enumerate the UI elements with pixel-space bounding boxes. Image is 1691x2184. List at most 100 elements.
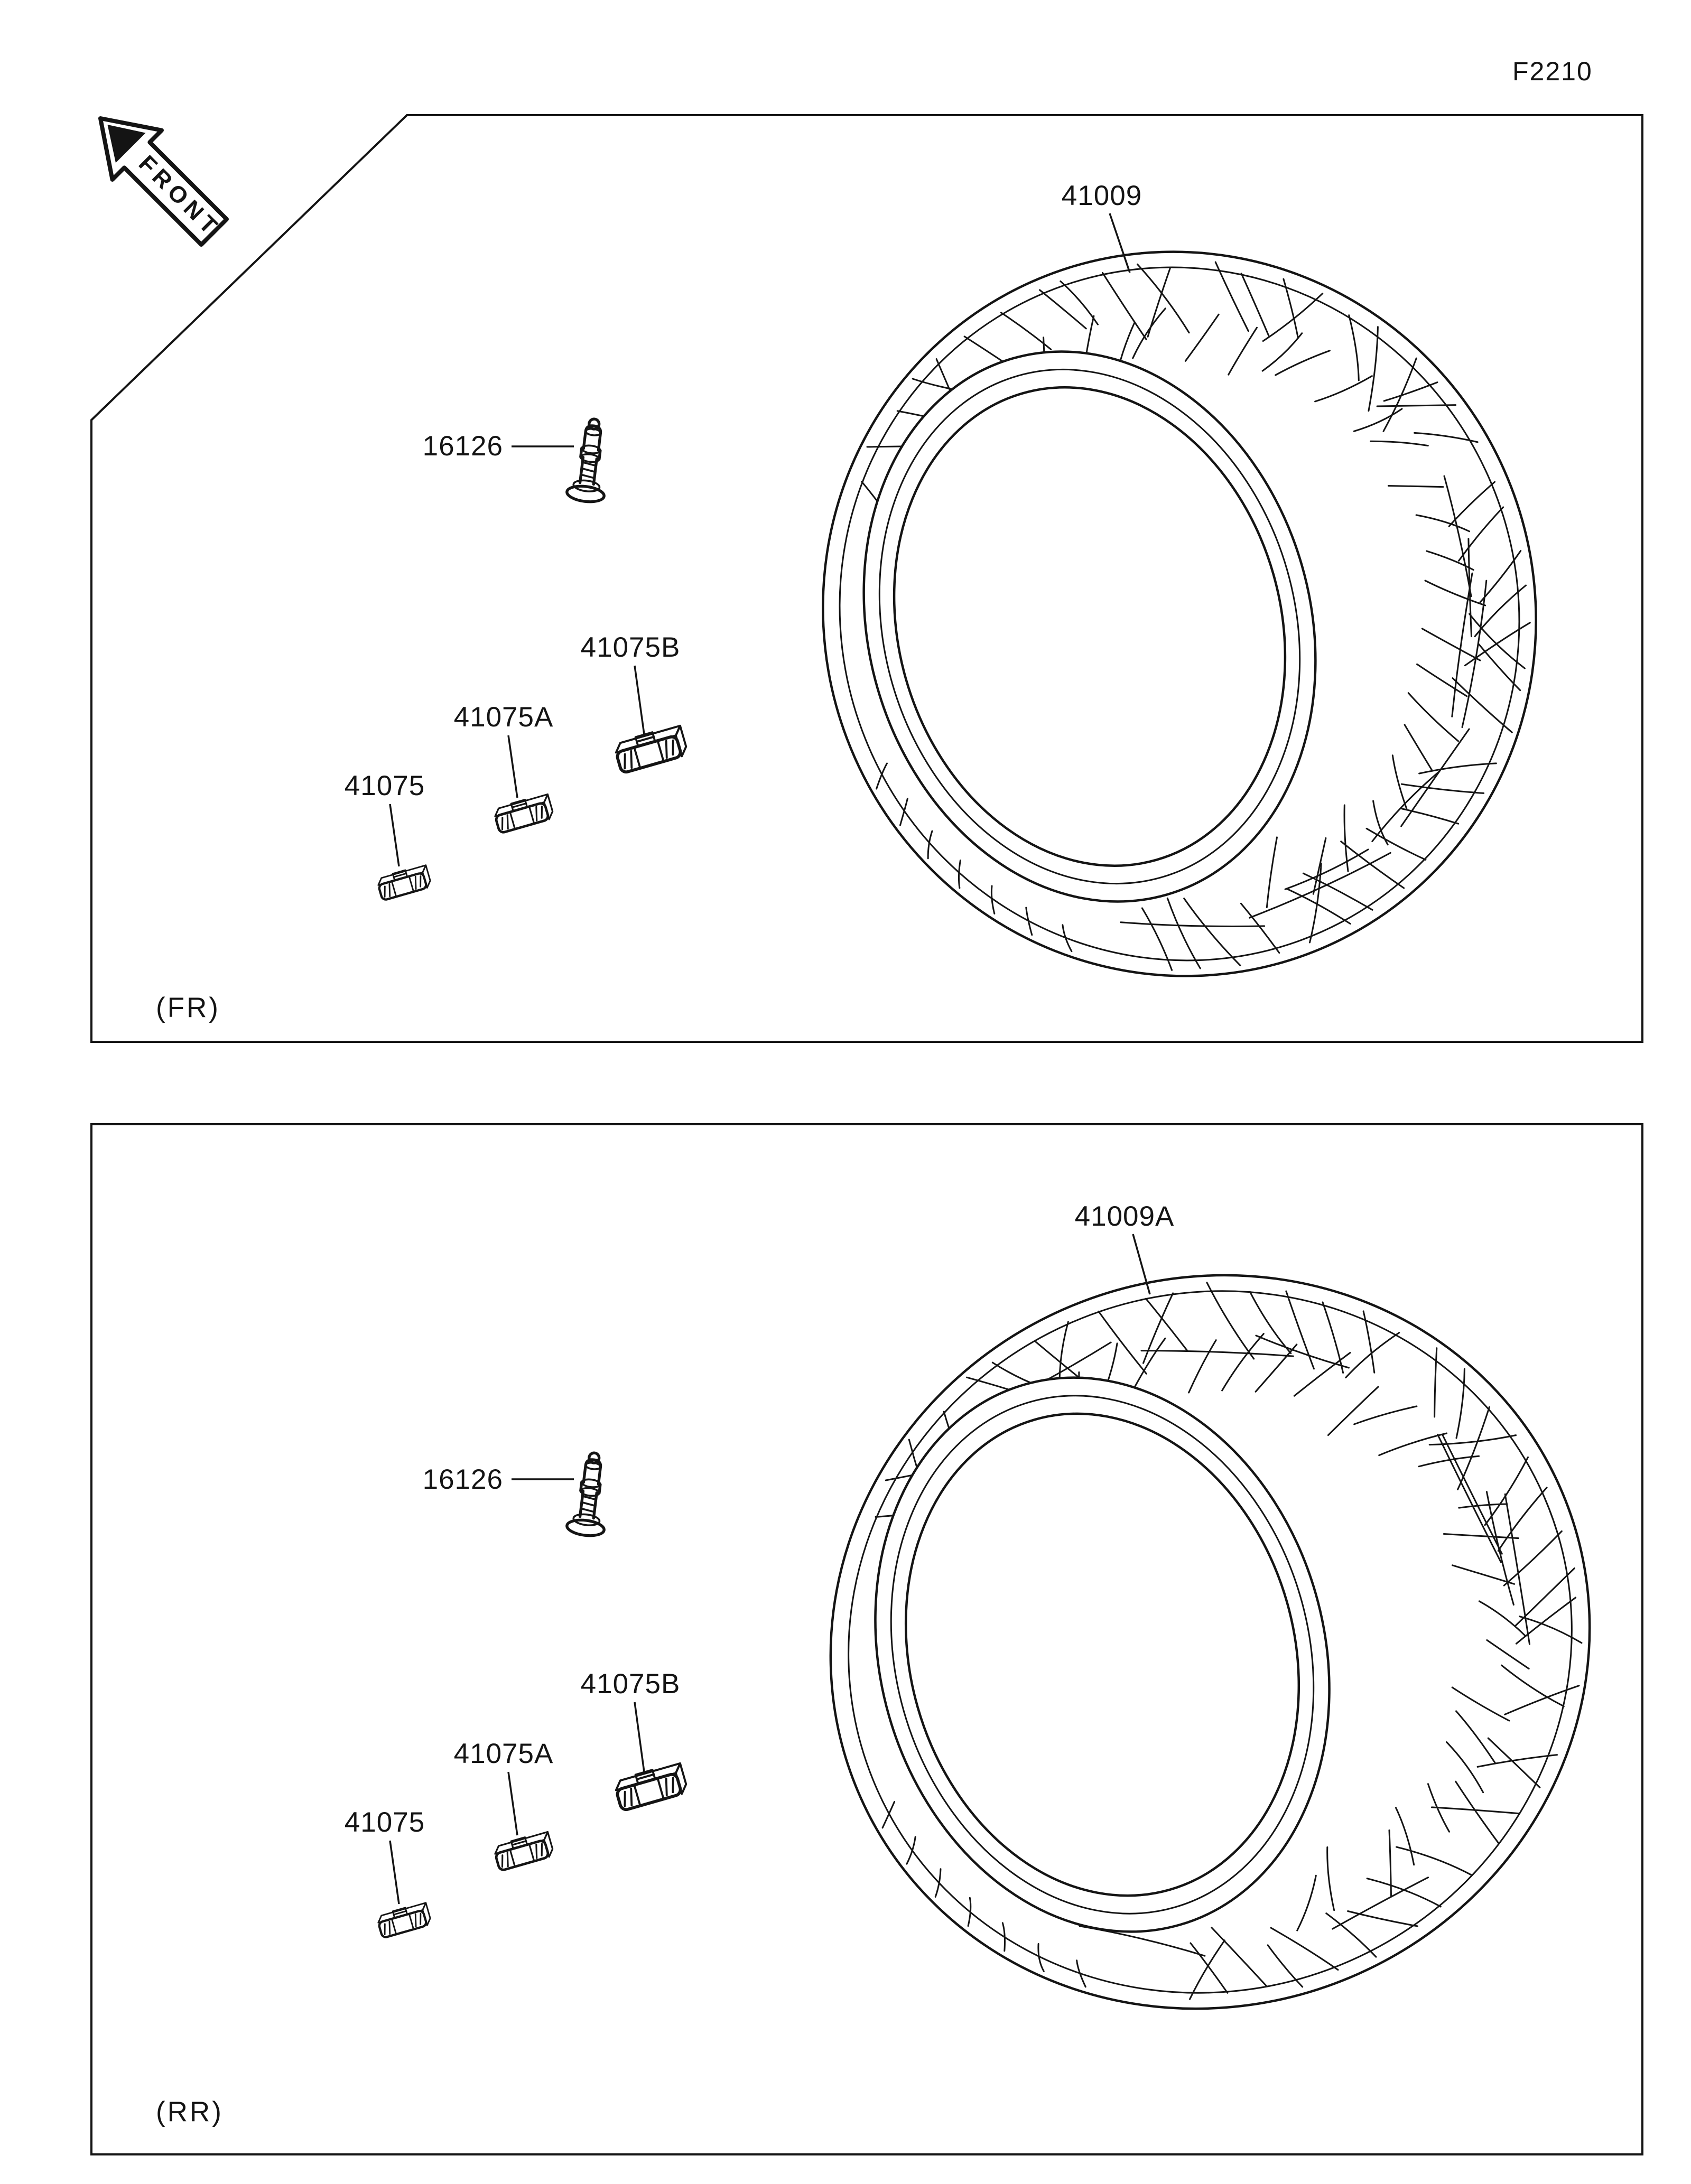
valve-cap bbox=[582, 424, 602, 452]
tread-mark bbox=[1407, 692, 1459, 742]
valve-threads bbox=[580, 461, 597, 479]
tread-mark bbox=[1378, 1432, 1448, 1457]
weight-hatch bbox=[384, 875, 422, 898]
rear-weight-b-part-label: 41075B bbox=[581, 1668, 681, 1700]
tread-mark bbox=[1451, 1686, 1510, 1722]
tread-mark bbox=[1261, 332, 1303, 372]
tread-mark bbox=[1455, 1368, 1465, 1439]
tread-mark bbox=[1137, 263, 1190, 334]
front-valve-drawing bbox=[565, 417, 606, 503]
tread-mark bbox=[1188, 1339, 1217, 1394]
tread-mark bbox=[1388, 1829, 1392, 1898]
tread-mark bbox=[1249, 852, 1391, 919]
tread-mark bbox=[1418, 762, 1497, 774]
tread-mark bbox=[1458, 506, 1504, 562]
valve-base-collar bbox=[572, 479, 601, 492]
front-weight-b-leader bbox=[634, 665, 645, 735]
rear-panel-caption: (RR) bbox=[156, 2096, 224, 2127]
tread-mark bbox=[876, 762, 888, 790]
tread-mark bbox=[1166, 897, 1201, 969]
tread-mark bbox=[1396, 1846, 1473, 1876]
weight-clip-line bbox=[636, 735, 655, 743]
tread-mark bbox=[958, 860, 961, 889]
tread-mark bbox=[1340, 841, 1405, 889]
valve-base bbox=[565, 1518, 606, 1537]
front-tire-leader bbox=[1109, 213, 1131, 273]
tread-mark bbox=[1457, 1406, 1490, 1490]
tread-mark bbox=[1400, 783, 1485, 794]
tread-mark bbox=[1000, 312, 1052, 350]
bead-ring-mid bbox=[878, 368, 1301, 885]
weight-clip-line bbox=[393, 872, 407, 878]
tread-mark bbox=[1404, 724, 1433, 772]
bead-ring-mid bbox=[890, 1395, 1315, 1915]
tread-mark bbox=[1312, 837, 1327, 895]
front-tire-panel: 41009 16126 41075B 41075A 41075 (FR) bbox=[90, 114, 1643, 1043]
tread-mark bbox=[1285, 1290, 1315, 1370]
tread-mark bbox=[1255, 1343, 1298, 1393]
wheel-weight bbox=[494, 793, 554, 834]
tread-mark bbox=[1240, 273, 1270, 337]
tread-mark bbox=[1446, 1741, 1484, 1794]
tire-outline bbox=[822, 250, 1537, 977]
tread-mark bbox=[1443, 475, 1472, 598]
tread-mark bbox=[1309, 862, 1322, 944]
tread-mark bbox=[1461, 580, 1488, 728]
front-weight-a-part-label: 41075A bbox=[454, 702, 554, 733]
tread-mark bbox=[1037, 1943, 1045, 1972]
tread-mark bbox=[1497, 1487, 1548, 1552]
tread-mark bbox=[1464, 622, 1531, 667]
front-weight-part-label: 41075 bbox=[345, 770, 425, 801]
valve-nut-top bbox=[580, 1478, 601, 1488]
weight-clip-line bbox=[636, 1773, 655, 1780]
tread-mark bbox=[1427, 1783, 1450, 1833]
tread-mark bbox=[1206, 1282, 1255, 1360]
tread-mark bbox=[1421, 628, 1481, 661]
bead-ring-outer bbox=[862, 350, 1317, 903]
tread-mark bbox=[1365, 827, 1427, 861]
wheel-weight bbox=[615, 724, 687, 774]
weight-hatch bbox=[624, 739, 674, 770]
tread-mark bbox=[1343, 804, 1349, 872]
tread-mark bbox=[1286, 888, 1351, 925]
front-valve-part-label: 16126 bbox=[423, 431, 503, 462]
tread-mark bbox=[1327, 1386, 1379, 1436]
tread-mark bbox=[1414, 432, 1479, 443]
tread-mark bbox=[1142, 1292, 1174, 1364]
tread-mark bbox=[1387, 485, 1444, 488]
tread-mark bbox=[1102, 272, 1147, 340]
tread-mark bbox=[1039, 289, 1087, 330]
front-panel-caption: (FR) bbox=[156, 992, 220, 1023]
tread-mark bbox=[1362, 1310, 1376, 1374]
wheel-weight bbox=[377, 1902, 431, 1938]
tread-mark bbox=[881, 1800, 896, 1829]
tread-mark bbox=[1145, 1298, 1188, 1352]
valve-nut-bottom bbox=[579, 453, 600, 463]
tread-mark bbox=[1382, 357, 1417, 432]
tread-mark bbox=[1400, 728, 1470, 827]
tread-mark bbox=[1266, 836, 1278, 908]
rear-tire-leader bbox=[1132, 1234, 1151, 1295]
tread-mark bbox=[1442, 1434, 1503, 1555]
rear-tire-panel: 41009A 16126 41075B 41075A 41075 (RR) bbox=[90, 1123, 1643, 2155]
valve-nut-bottom bbox=[579, 1487, 600, 1497]
tread-mark bbox=[1376, 404, 1457, 407]
front-arrow-outline bbox=[98, 116, 229, 247]
tread-mark bbox=[1443, 1533, 1519, 1539]
tread-mark bbox=[1345, 1332, 1400, 1378]
weight-segments bbox=[509, 1843, 535, 1868]
front-arrow-tip bbox=[107, 125, 146, 163]
figure-code: F2210 bbox=[1512, 57, 1593, 86]
tread-mark bbox=[1415, 514, 1471, 533]
tread-mark bbox=[1458, 1503, 1508, 1509]
tread-mark bbox=[1076, 1959, 1086, 1988]
rear-valve-drawing bbox=[565, 1451, 606, 1537]
front-weight-b-part-label: 41075B bbox=[581, 632, 681, 663]
valve-stem bbox=[565, 417, 606, 503]
front-weight-a-leader bbox=[507, 735, 518, 798]
valve-base-collar bbox=[572, 1513, 601, 1526]
tread-mark bbox=[1133, 1337, 1166, 1389]
tread-mark bbox=[1060, 280, 1099, 325]
tread-mark bbox=[1353, 1405, 1418, 1425]
tread-mark bbox=[1448, 481, 1496, 527]
